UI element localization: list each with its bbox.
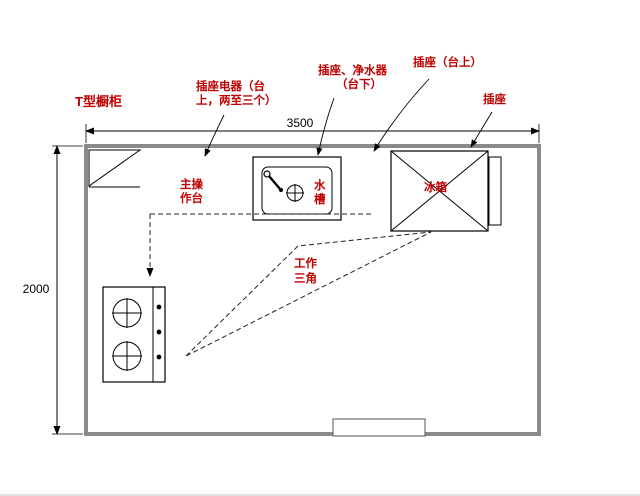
leader-arrows: [204, 78, 493, 157]
cooktop: [102, 286, 166, 383]
label-main-counter-line2: 作台: [180, 191, 203, 205]
label-socket-purifier: 插座、净水器 （台下）: [318, 63, 390, 91]
sink-cabinet: [252, 156, 342, 221]
label-socket-countertop: 插座（台上）: [413, 55, 482, 69]
label-fridge: 冰箱: [424, 180, 447, 194]
label-socket-appliance-line2: 上，两至三个）: [196, 93, 277, 107]
label-main-counter-line1: 主操: [180, 177, 203, 191]
knob-icon: [156, 304, 162, 310]
leader-socket-purifier: [316, 97, 335, 156]
label-sink-line1: 水: [314, 178, 326, 192]
door-opening: [332, 418, 426, 437]
dimension-width-label: 3500: [287, 116, 314, 130]
dimension-height-label: 2000: [23, 282, 50, 296]
drain-icon: [286, 184, 304, 202]
label-sink: 水 槽: [314, 178, 329, 206]
label-work-triangle-line1: 工作: [294, 256, 317, 270]
label-socket-appliance-line1: 插座电器（台: [196, 79, 265, 93]
title-label: T型橱柜: [75, 94, 122, 109]
label-work-triangle-line2: 三角: [294, 271, 317, 285]
leader-socket: [470, 111, 493, 148]
label-socket-purifier-line1: 插座、净水器: [318, 63, 387, 77]
dimension-height: 2000: [23, 145, 83, 435]
label-sink-line2: 槽: [314, 192, 326, 206]
leader-socket-countertop: [373, 78, 430, 152]
dimension-width: 3500: [85, 116, 540, 143]
label-main-counter: 主操 作台: [180, 177, 206, 205]
label-socket: 插座: [483, 92, 506, 106]
faucet-icon: [263, 170, 283, 192]
work-triangle-shape: [185, 231, 432, 357]
label-socket-appliance: 插座电器（台 上，两至三个）: [196, 79, 277, 107]
knob-icon: [156, 329, 162, 335]
label-socket-purifier-line2: （台下）: [336, 77, 382, 91]
fridge: [390, 150, 502, 232]
burner-icon: [112, 341, 142, 371]
knob-icon: [156, 354, 162, 360]
dashed-guides: [146, 213, 432, 357]
leader-socket-appliance: [204, 114, 225, 157]
corner-cabinet: [88, 149, 142, 188]
label-work-triangle: 工作 三角: [294, 256, 320, 285]
burner-icon: [112, 298, 142, 328]
